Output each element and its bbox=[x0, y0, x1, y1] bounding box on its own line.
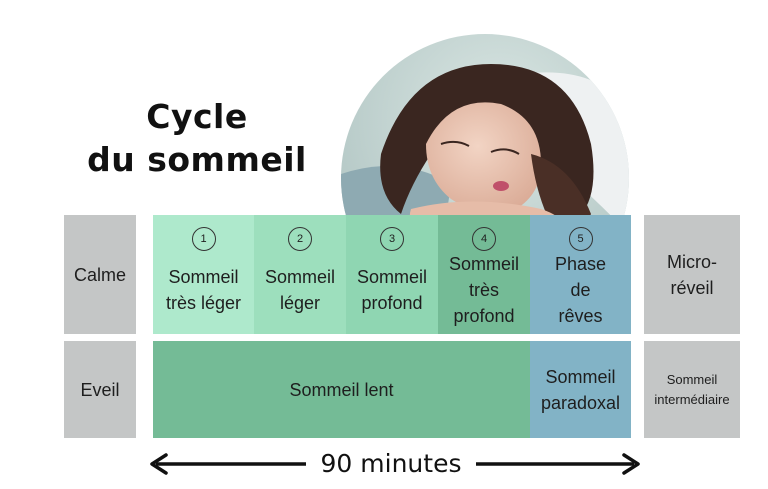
sommeil-intermediaire-label: Sommeil intermédiaire bbox=[654, 371, 730, 407]
duration-label: 90 minutes bbox=[306, 447, 476, 481]
row-label-eveil: Eveil bbox=[64, 341, 136, 438]
row-label-calme: Calme bbox=[64, 215, 136, 334]
stage-3-number: 3 bbox=[380, 227, 404, 251]
sommeil-paradoxal-cell: Sommeil paradoxal bbox=[530, 341, 631, 438]
title-line-1: Cycle bbox=[146, 97, 248, 136]
title-line-2: du sommeil bbox=[87, 140, 307, 179]
page-title: Cycle du sommeil bbox=[72, 95, 322, 181]
stage-3-label: Sommeil profond bbox=[356, 266, 427, 313]
stage-5-cell: 5 Phase de rêves bbox=[530, 215, 631, 334]
stage-1-number: 1 bbox=[191, 227, 216, 251]
stage-2-label: Sommeil léger bbox=[264, 266, 335, 313]
stage-2-cell: 2 Sommeil léger bbox=[254, 215, 346, 334]
micro-reveil-label: Micro-réveil bbox=[667, 251, 717, 298]
stage-1-cell: 1 Sommeil très léger bbox=[153, 215, 254, 334]
stage-4-number: 4 bbox=[472, 227, 496, 251]
micro-reveil-cell: Micro-réveil bbox=[644, 215, 740, 334]
stage-4-label: Sommeil très profond bbox=[448, 253, 519, 326]
stage-5-number: 5 bbox=[568, 227, 593, 251]
stage-3-cell: 3 Sommeil profond bbox=[346, 215, 438, 334]
sommeil-paradoxal-label: Sommeil paradoxal bbox=[540, 366, 621, 413]
sommeil-intermediaire-cell: Sommeil intermédiaire bbox=[644, 341, 740, 438]
stage-5-label: Phase de rêves bbox=[554, 253, 607, 326]
sommeil-lent-label: Sommeil lent bbox=[289, 379, 394, 400]
stage-2-number: 2 bbox=[288, 227, 312, 251]
row-label-calme-text: Calme bbox=[73, 264, 126, 285]
stage-1-label: Sommeil très léger bbox=[165, 266, 242, 313]
stage-4-cell: 4 Sommeil très profond bbox=[438, 215, 530, 334]
sommeil-lent-cell: Sommeil lent bbox=[153, 341, 530, 438]
row-label-eveil-text: Eveil bbox=[80, 379, 120, 400]
